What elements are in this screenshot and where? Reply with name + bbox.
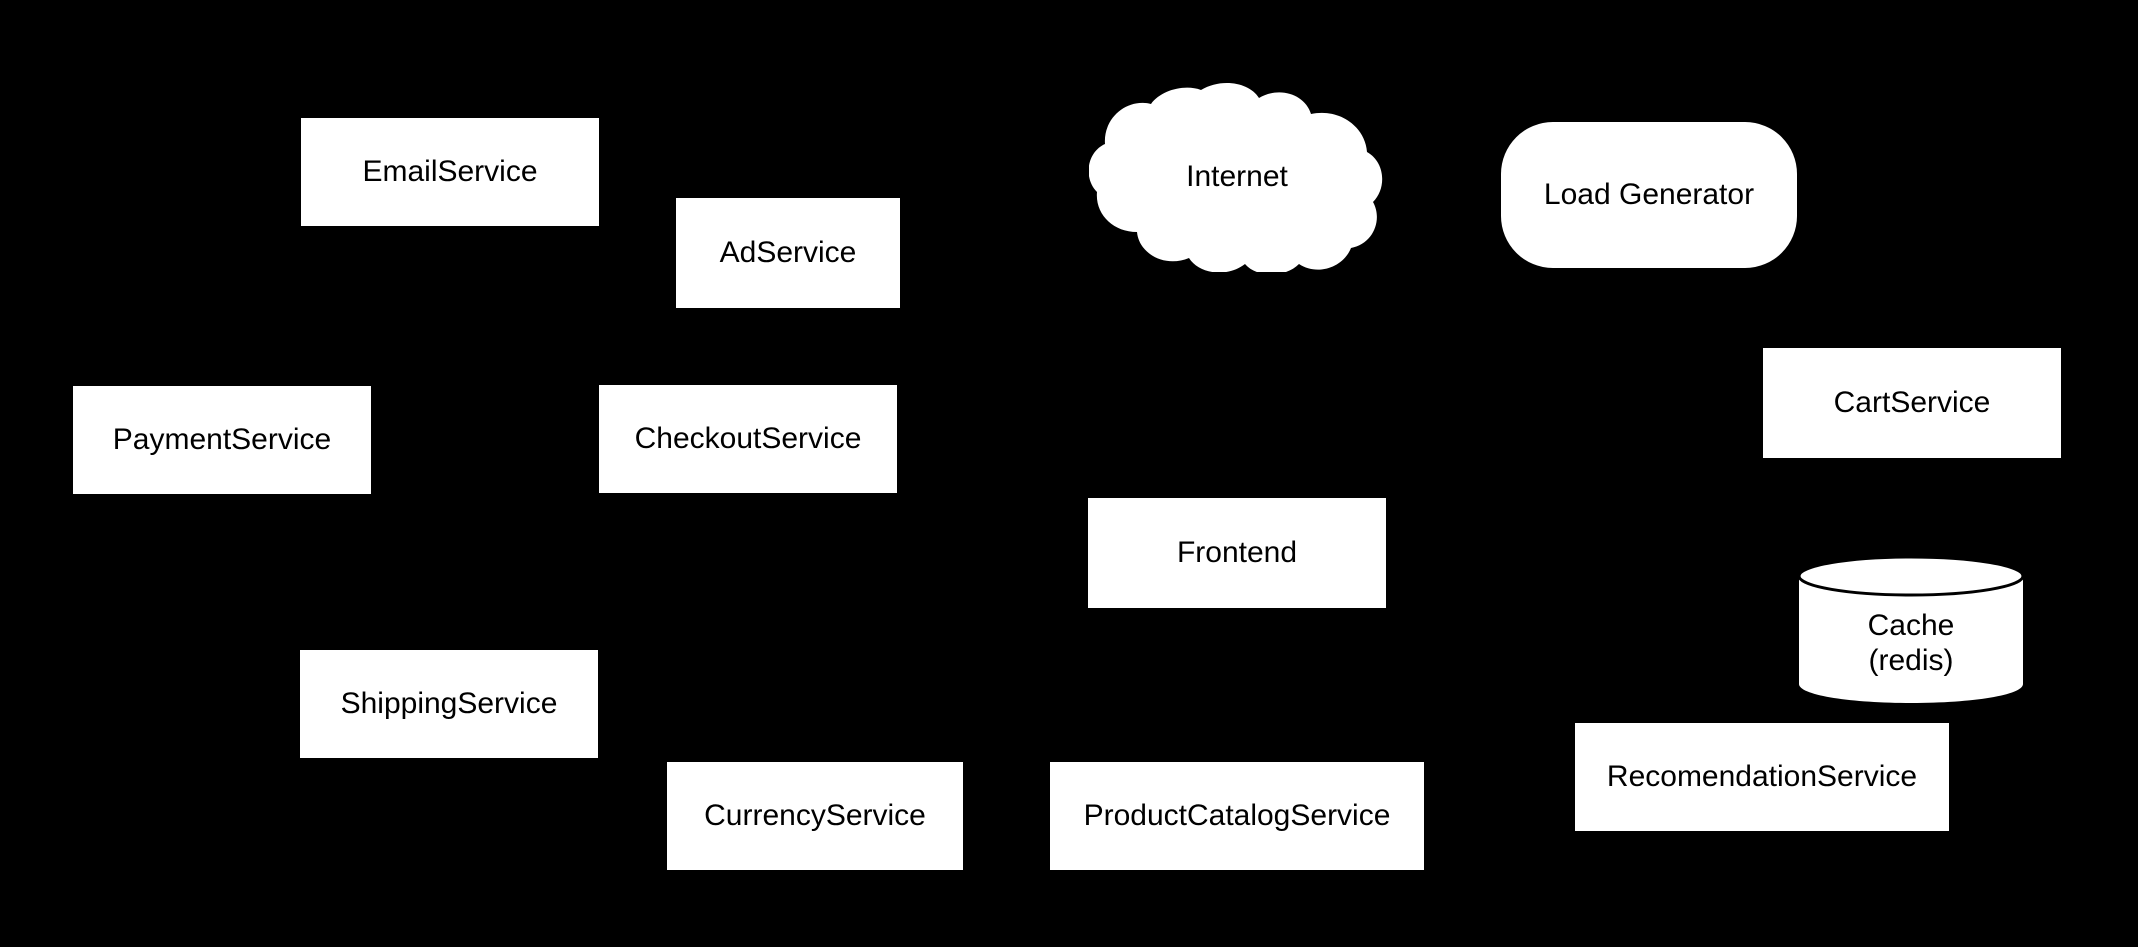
node-cart-service[interactable]: CartService [1763,348,2061,458]
node-label-checkout-service: CheckoutService [634,422,862,456]
node-label-cache-redis: Cache (redis) [1867,608,1955,677]
node-label-currency-service: CurrencyService [704,799,926,833]
node-cache-redis[interactable]: Cache (redis) [1798,556,2024,704]
node-label-internet: Internet [1186,160,1288,194]
node-shipping-service[interactable]: ShippingService [300,650,598,758]
node-label-load-generator: Load Generator [1543,178,1755,212]
node-currency-service[interactable]: CurrencyService [667,762,963,870]
node-recomendation-service[interactable]: RecomendationService [1575,723,1949,831]
node-label-recomendation-service: RecomendationService [1606,760,1918,794]
node-email-service[interactable]: EmailService [301,118,599,226]
node-label-product-catalog-service: ProductCatalogService [1083,799,1391,833]
node-frontend[interactable]: Frontend [1088,498,1386,608]
node-load-generator[interactable]: Load Generator [1501,122,1797,268]
node-ad-service[interactable]: AdService [676,198,900,308]
node-checkout-service[interactable]: CheckoutService [599,385,897,493]
node-label-ad-service: AdService [719,236,857,270]
node-label-shipping-service: ShippingService [340,687,558,721]
node-product-catalog-service[interactable]: ProductCatalogService [1050,762,1424,870]
node-label-cart-service: CartService [1833,386,1991,420]
node-label-payment-service: PaymentService [112,423,332,457]
node-label-frontend: Frontend [1176,536,1298,570]
cylinder-shape-icon [1798,556,2024,703]
node-payment-service[interactable]: PaymentService [73,386,371,494]
cloud-shape-icon [1089,83,1383,272]
node-internet[interactable]: Internet [1089,82,1385,272]
node-label-email-service: EmailService [362,155,538,189]
